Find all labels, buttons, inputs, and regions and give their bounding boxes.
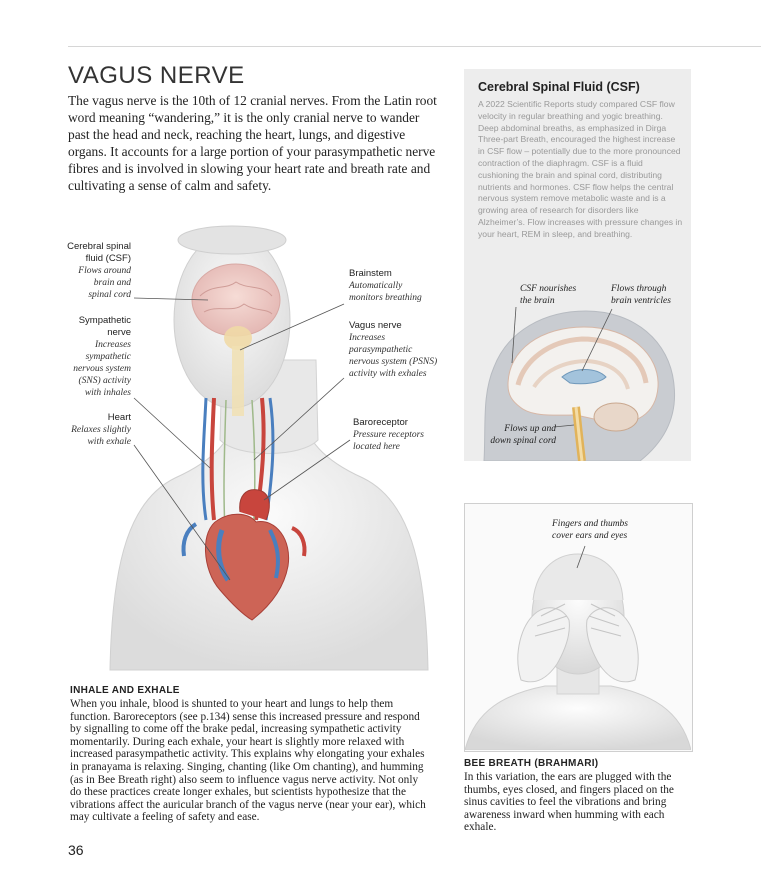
- label-heart: Heart Relaxes slightly with exhale: [40, 412, 131, 448]
- label-baroreceptor-title: Baroreceptor: [353, 417, 408, 428]
- label-sympathetic-title-1: Sympathetic: [78, 315, 131, 326]
- label-heart-note-1: Relaxes slightly: [71, 425, 131, 435]
- csf-panel-title: Cerebral Spinal Fluid (CSF): [478, 80, 640, 94]
- label-heart-title: Heart: [107, 412, 131, 423]
- label-csf-title-2: fluid (CSF): [85, 253, 131, 264]
- csf-panel-text: A 2022 Scientific Reports study compared…: [478, 99, 683, 239]
- label-sympathetic-note-4: (SNS) activity: [78, 376, 132, 386]
- label-brainstem-title: Brainstem: [349, 268, 392, 279]
- csf-label-ventricles: Flows through brain ventricles: [611, 283, 671, 307]
- bee-figure-label: Fingers and thumbs cover ears and eyes: [552, 518, 628, 542]
- csf-label-spinal-1: Flows up and: [504, 424, 556, 434]
- label-sympathetic-title-2: nerve: [107, 327, 131, 338]
- label-baroreceptor-note-1: Pressure receptors: [353, 430, 424, 440]
- csf-label-ventricles-2: brain ventricles: [611, 296, 671, 306]
- bee-heading: BEE BREATH (BRAHMARI): [464, 758, 599, 769]
- brain-cross-section-illustration: [483, 306, 676, 461]
- label-sympathetic-note-2: sympathetic: [85, 352, 131, 362]
- bee-figure-label-2: cover ears and eyes: [552, 531, 628, 541]
- label-sympathetic-note-1: Increases: [94, 340, 131, 350]
- intro-paragraph: The vagus nerve is the 10th of 12 crania…: [68, 93, 437, 193]
- csf-label-spinal: Flows up and down spinal cord: [480, 423, 556, 447]
- label-csf-note-3: spinal cord: [88, 290, 131, 300]
- label-vagus-note-1: Increases: [349, 333, 386, 343]
- csf-label-ventricles-1: Flows through: [611, 284, 667, 294]
- inhale-heading: INHALE AND EXHALE: [70, 685, 180, 696]
- label-vagus-note-2: parasympathetic: [349, 345, 413, 355]
- label-vagus-title: Vagus nerve: [349, 320, 402, 331]
- label-heart-note-2: with exhale: [87, 437, 131, 447]
- label-vagus-note-3: nervous system (PSNS): [349, 357, 438, 367]
- label-csf-title-1: Cerebral spinal: [67, 241, 131, 252]
- label-vagus: Vagus nerve Increases parasympathetic ne…: [349, 320, 454, 380]
- inhale-body: When you inhale, blood is shunted to you…: [70, 698, 426, 824]
- label-vagus-note-4: activity with exhales: [349, 369, 427, 379]
- bee-breath-figure-illustration: [465, 545, 691, 750]
- label-baroreceptor: Baroreceptor Pressure receptors located …: [353, 417, 453, 453]
- csf-label-spinal-2: down spinal cord: [490, 436, 556, 446]
- label-csf-note-2: brain and: [93, 278, 131, 288]
- label-brainstem-note-1: Automatically: [349, 281, 403, 291]
- label-brainstem: Brainstem Automatically monitors breathi…: [349, 268, 449, 304]
- csf-label-nourish-1: CSF nourishes: [520, 284, 577, 294]
- page-number: 36: [68, 842, 84, 858]
- page-title: VAGUS NERVE: [68, 62, 245, 89]
- label-sympathetic-note-5: with inhales: [84, 388, 131, 398]
- label-sympathetic: Sympathetic nerve Increases sympathetic …: [40, 315, 131, 399]
- label-baroreceptor-note-2: located here: [353, 442, 400, 452]
- top-rule: [68, 46, 761, 47]
- bee-figure-label-1: Fingers and thumbs: [552, 519, 628, 529]
- label-csf-note-1: Flows around: [78, 266, 131, 276]
- bee-body: In this variation, the ears are plugged …: [464, 771, 674, 834]
- csf-label-nourish-2: the brain: [520, 296, 555, 306]
- label-csf: Cerebral spinal fluid (CSF) Flows around…: [40, 241, 131, 301]
- label-sympathetic-note-3: nervous system: [73, 364, 131, 374]
- label-brainstem-note-2: monitors breathing: [349, 293, 422, 303]
- csf-label-nourish: CSF nourishes the brain: [520, 283, 576, 307]
